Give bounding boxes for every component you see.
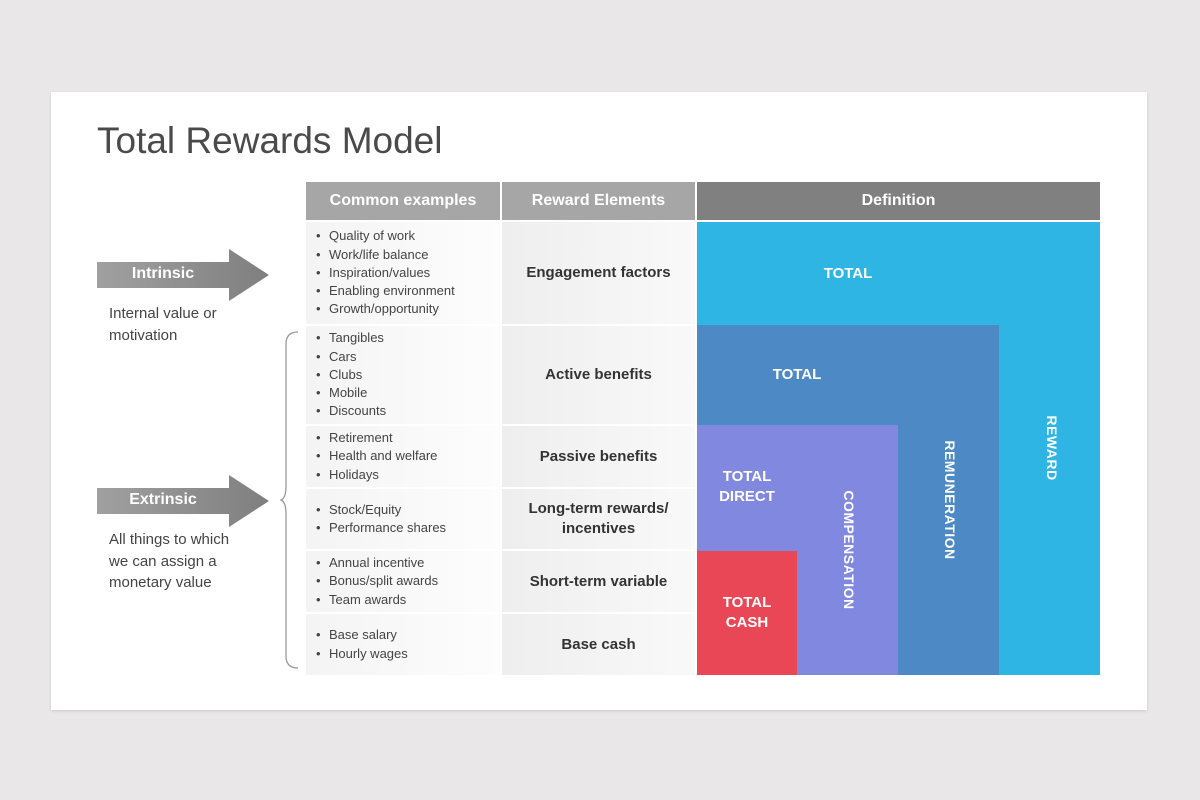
element-active-benefits: Active benefits xyxy=(502,326,695,424)
extrinsic-label: Extrinsic xyxy=(129,491,197,508)
list-item: Base salary xyxy=(316,626,500,645)
list-item: Tangibles xyxy=(316,329,500,348)
list-item: Stock/Equity xyxy=(316,501,500,520)
element-base-cash: Base cash xyxy=(502,614,695,675)
list-item: Growth/opportunity xyxy=(316,300,500,319)
remuneration-top-label: TOTAL xyxy=(772,366,822,383)
element-short-term-variable: Short-term variable xyxy=(502,551,695,612)
cash-label: TOTAL CASH xyxy=(722,594,772,631)
list-item: Cars xyxy=(316,348,500,367)
remuneration-side-label: REMUNERATION xyxy=(942,440,958,560)
list-item: Team awards xyxy=(316,591,500,610)
list-item: Quality of work xyxy=(316,227,500,246)
element-engagement-factors: Engagement factors xyxy=(502,222,695,324)
total-cash-box xyxy=(697,551,797,675)
intrinsic-label: Intrinsic xyxy=(131,265,195,282)
list-item: Retirement xyxy=(316,429,500,448)
examples-cell-passive: Retirement Health and welfare Holidays xyxy=(306,426,500,487)
list-item: Bonus/split awards xyxy=(316,572,500,591)
extrinsic-arrow xyxy=(97,475,269,527)
list-item: Hourly wages xyxy=(316,645,500,664)
examples-cell-long-term: Stock/Equity Performance shares xyxy=(306,489,500,549)
header-definition: Definition xyxy=(697,182,1100,220)
list-item: Work/life balance xyxy=(316,246,500,265)
intrinsic-description: Internal value or motivation xyxy=(109,305,217,344)
list-item: Clubs xyxy=(316,366,500,385)
examples-cell-short-term: Annual incentive Bonus/split awards Team… xyxy=(306,551,500,612)
reward-side-label: REWARD xyxy=(1044,415,1060,481)
list-item: Performance shares xyxy=(316,519,500,538)
extrinsic-description: All things to which we can assign a mone… xyxy=(109,531,230,591)
reward-top-label: TOTAL xyxy=(823,265,873,282)
list-item: Mobile xyxy=(316,384,500,403)
list-item: Annual incentive xyxy=(316,554,500,573)
list-item: Holidays xyxy=(316,466,500,485)
intrinsic-arrow xyxy=(97,249,269,301)
examples-cell-active: Tangibles Cars Clubs Mobile Discounts xyxy=(306,326,500,424)
element-passive-benefits: Passive benefits xyxy=(502,426,695,487)
list-item: Discounts xyxy=(316,402,500,421)
examples-cell-base-cash: Base salary Hourly wages xyxy=(306,614,500,675)
list-item: Inspiration/values xyxy=(316,264,500,283)
extrinsic-brace xyxy=(280,331,299,669)
header-reward-elements: Reward Elements xyxy=(502,182,695,220)
compensation-side-label: COMPENSATION xyxy=(841,490,857,610)
header-common-examples: Common examples xyxy=(306,182,500,220)
list-item: Enabling environment xyxy=(316,282,500,301)
list-item: Health and welfare xyxy=(316,447,500,466)
element-long-term-rewards: Long-term rewards/ incentives xyxy=(502,489,695,549)
examples-cell-engagement: Quality of work Work/life balance Inspir… xyxy=(306,222,500,324)
direct-compensation-top-label: TOTAL DIRECT xyxy=(719,468,775,505)
page-title: Total Rewards Model xyxy=(97,120,443,161)
